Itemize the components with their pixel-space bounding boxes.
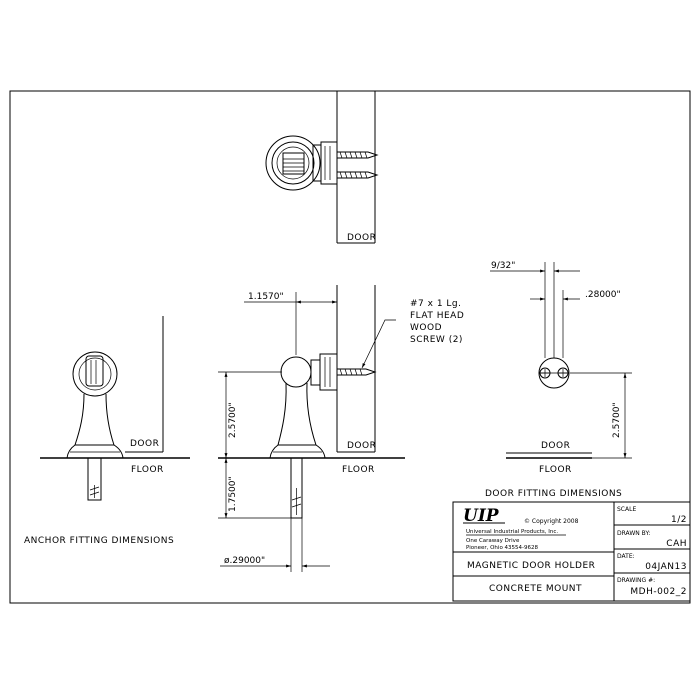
center-dimensions: 1.1570" 2.5700" 1.7500" ø.29000" #7 x 1 … <box>218 292 464 572</box>
dim-anchor-diameter: ø.29000" <box>224 556 265 566</box>
door-label-right: DOOR <box>541 441 570 451</box>
dim-fitting-width: .28000" <box>585 290 621 300</box>
date-label: DATE: <box>617 553 635 560</box>
floor-label-right: FLOOR <box>539 465 572 475</box>
drawn-by-value: CAH <box>666 539 687 549</box>
drawing-border <box>9 90 691 604</box>
copyright: © Copyright 2008 <box>524 518 579 525</box>
anchor-fitting-caption: ANCHOR FITTING DIMENSIONS <box>24 536 174 546</box>
dim-height-above-floor: 2.5700" <box>228 402 238 438</box>
screw-note-line1: #7 x 1 Lg. <box>410 299 462 309</box>
floor-label-left: FLOOR <box>131 465 164 475</box>
date-value: 04JAN13 <box>645 562 687 572</box>
door-label-left: DOOR <box>130 439 159 449</box>
scale-label: SCALE <box>617 506 636 513</box>
screw-note-line2: FLAT HEAD <box>410 311 464 321</box>
dim-offset: 1.1570" <box>248 292 284 302</box>
anchor-fitting-view: DOOR FLOOR ANCHOR FITTING DIMENSIONS <box>24 316 190 546</box>
screw-note-line4: SCREW (2) <box>410 335 463 345</box>
dim-anchor-depth: 1.7500" <box>228 476 238 512</box>
side-view: DOOR FLOOR <box>218 285 405 519</box>
drawn-by-label: DRAWN BY: <box>617 530 650 537</box>
title-block: UIP © Copyright 2008 Universal Industria… <box>452 501 691 602</box>
screw-note-line3: WOOD <box>410 323 442 333</box>
drawing-title: MAGNETIC DOOR HOLDER <box>467 561 595 571</box>
dim-slot-width: 9/32" <box>491 261 515 271</box>
top-view: DOOR <box>265 91 379 244</box>
door-label-center: DOOR <box>347 441 376 451</box>
scale-value: 1/2 <box>671 515 687 525</box>
drawing-number-value: MDH-002_2 <box>630 587 687 597</box>
door-fitting-view: DOOR FLOOR 9/32" .28000" 2.5700" DOOR FI… <box>485 261 632 499</box>
door-fitting-caption: DOOR FITTING DIMENSIONS <box>485 489 622 499</box>
drawing-subtitle: CONCRETE MOUNT <box>489 584 582 594</box>
company-address-2: Pioneer, Ohio 43554-9628 <box>466 545 539 551</box>
company-logo: UIP <box>463 506 500 526</box>
drawing-number-label: DRAWING #: <box>617 577 655 584</box>
dim-door-height: 2.5700" <box>612 402 622 438</box>
company-name: Universal Industrial Products, Inc. <box>466 529 558 535</box>
door-label-top: DOOR <box>347 233 376 243</box>
floor-label-center: FLOOR <box>342 465 375 475</box>
company-address-1: One Caraway Drive <box>466 538 520 544</box>
